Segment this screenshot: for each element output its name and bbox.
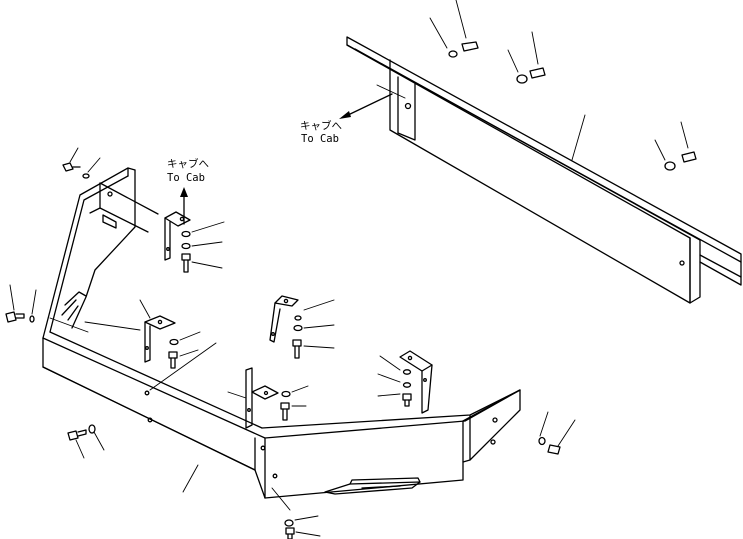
cross-beam (346, 36, 742, 304)
bolt-set-right (377, 355, 412, 407)
bracket-mid (227, 367, 279, 429)
bracket-right (399, 350, 433, 414)
bolt-set-left (168, 331, 201, 369)
beam-bolt-2 (507, 31, 546, 84)
bolt-set-center (292, 299, 335, 359)
bolt-set-front-right (538, 411, 576, 455)
cab-label-left-jp: キャブへ (300, 119, 342, 132)
bolt-set-upper (181, 221, 225, 273)
beam-bolt-3 (654, 121, 697, 171)
cab-label-upper-en: To Cab (167, 172, 205, 184)
beam-leader (571, 114, 586, 161)
bolt-set-bottom (284, 515, 321, 539)
cab-arrow-up (180, 187, 188, 225)
cab-label-left-en: To Cab (301, 133, 339, 145)
cab-label-upper-jp: キャブへ (167, 157, 209, 170)
bumper-frame (42, 167, 521, 511)
bolt-set-mid (280, 385, 309, 421)
bolt-set-top-left (62, 147, 101, 179)
bracket-left (84, 299, 176, 363)
bolt-set-front-left (67, 424, 105, 459)
bolt-set-side-left (5, 284, 37, 323)
cab-arrow-left (339, 93, 393, 119)
beam-bolt-1 (429, 0, 479, 58)
bracket-center (269, 295, 299, 343)
